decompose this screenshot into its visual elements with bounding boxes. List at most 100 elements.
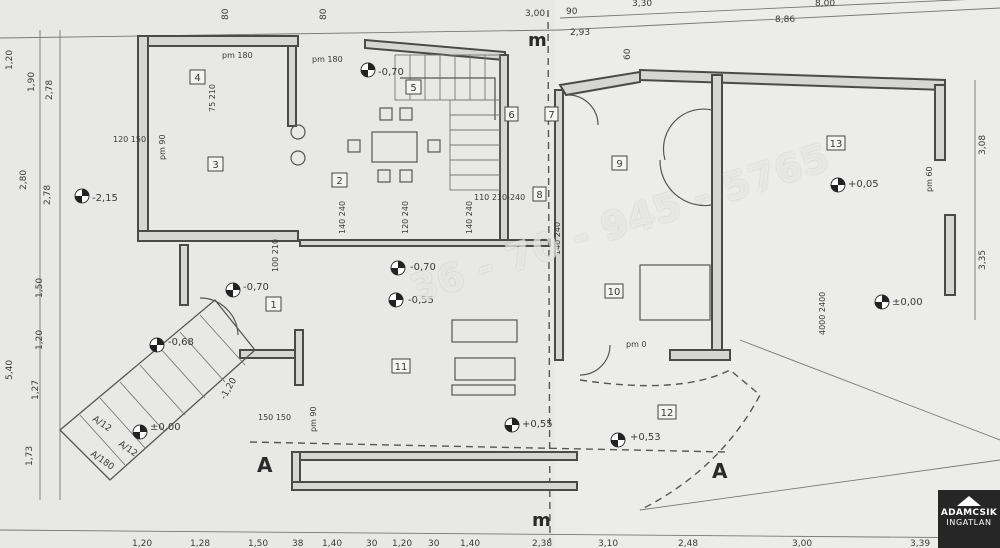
- svg-text:1,20: 1,20: [392, 539, 412, 548]
- svg-text:pm 90: pm 90: [309, 406, 318, 432]
- svg-text:80: 80: [319, 8, 329, 20]
- svg-text:pm 60: pm 60: [925, 166, 934, 192]
- level-value: -0,68: [168, 337, 194, 348]
- svg-text:m: m: [528, 30, 547, 51]
- svg-text:1,28: 1,28: [190, 539, 210, 548]
- svg-text:1,73: 1,73: [25, 446, 35, 466]
- svg-text:30: 30: [366, 539, 378, 548]
- dimensions-left: 1,20 1,90 2,78 2,80 2,78 1,50 1,20 5,40 …: [5, 50, 55, 466]
- level-value: +0,53: [630, 432, 661, 443]
- room-number: 9: [616, 159, 622, 170]
- svg-text:8,00: 8,00: [815, 0, 835, 9]
- svg-text:90: 90: [566, 7, 578, 17]
- svg-text:1,90: 1,90: [27, 72, 37, 92]
- walls-right-wing: [554, 68, 956, 361]
- svg-text:100 210: 100 210: [271, 239, 280, 272]
- svg-text:140 240: 140 240: [465, 201, 474, 234]
- svg-text:8,86: 8,86: [775, 15, 795, 25]
- level-value: +0,05: [848, 179, 879, 190]
- room-labels: 1 2 3 4 5 6 7 8 9 10 11 12 13: [189, 69, 846, 420]
- opening-annotations: pm 180 pm 180 75 210 120 150 pm 90 140 2…: [113, 51, 934, 432]
- svg-text:pm 180: pm 180: [312, 55, 343, 64]
- svg-text:2,93: 2,93: [570, 28, 590, 38]
- svg-text:3,39: 3,39: [910, 539, 930, 548]
- svg-text:1,40: 1,40: [460, 539, 480, 548]
- svg-text:2,78: 2,78: [45, 80, 55, 100]
- svg-text:2,78: 2,78: [43, 185, 53, 205]
- svg-text:m: m: [532, 510, 551, 531]
- svg-text:80: 80: [221, 8, 231, 20]
- level-value: +0,55: [522, 419, 553, 430]
- svg-text:pm 90: pm 90: [158, 134, 167, 160]
- section-marks: A A m m: [257, 30, 728, 531]
- svg-text:1,20: 1,20: [35, 330, 45, 350]
- level-value: -0,70: [243, 282, 269, 293]
- svg-text:120 150: 120 150: [113, 135, 146, 144]
- furniture: [199, 94, 713, 396]
- svg-text:3,00: 3,00: [792, 539, 812, 548]
- svg-text:1,50: 1,50: [248, 539, 268, 548]
- svg-text:A: A: [712, 459, 728, 483]
- svg-text:1,27: 1,27: [31, 380, 41, 400]
- svg-text:150 150: 150 150: [258, 413, 291, 422]
- room-number: 2: [336, 176, 342, 187]
- room-number: 3: [212, 160, 218, 171]
- dimensions-bottom: 1,20 1,28 1,50 38 1,40 30 1,20 30 1,40 2…: [132, 539, 930, 548]
- level-value: -0,70: [410, 262, 436, 273]
- svg-text:3,35: 3,35: [978, 250, 988, 270]
- svg-text:1,20: 1,20: [5, 50, 15, 70]
- level-value: -0,55: [408, 295, 434, 306]
- terrace-outline: [579, 339, 1000, 511]
- svg-text:4000 2400: 4000 2400: [818, 292, 827, 335]
- house-icon: [957, 496, 981, 506]
- level-value: -0,70: [378, 67, 404, 78]
- svg-text:3,00: 3,00: [525, 9, 545, 19]
- room-number: 10: [608, 287, 621, 298]
- svg-text:2,80: 2,80: [19, 170, 29, 190]
- level-value: -2,15: [92, 193, 118, 204]
- svg-text:A: A: [257, 453, 273, 477]
- svg-text:3,08: 3,08: [978, 135, 988, 155]
- svg-text:pm 0: pm 0: [626, 340, 647, 349]
- svg-text:2,48: 2,48: [678, 539, 698, 548]
- room-number: 5: [410, 83, 416, 94]
- dimensions-right: 3,08 3,35: [978, 135, 988, 270]
- section-line-a-a: [249, 9, 726, 541]
- svg-text:110 210-240: 110 210-240: [474, 193, 525, 202]
- level-value: ±0,00: [150, 422, 181, 433]
- room-number: 13: [830, 139, 843, 150]
- room-number: 7: [548, 110, 554, 121]
- svg-text:1,40: 1,40: [322, 539, 342, 548]
- room-number: 1: [270, 300, 276, 311]
- room-number: 12: [661, 408, 674, 419]
- room-number: 6: [508, 110, 514, 121]
- staircase: [394, 54, 501, 191]
- svg-text:140 240: 140 240: [553, 222, 562, 255]
- svg-text:38: 38: [292, 539, 304, 548]
- svg-text:2,38: 2,38: [532, 539, 552, 548]
- agency-logo: ADAMCSIK INGATLAN: [938, 490, 1000, 548]
- room-number: 11: [395, 362, 408, 373]
- svg-text:60: 60: [623, 48, 633, 60]
- svg-text:5,40: 5,40: [5, 360, 15, 380]
- svg-text:1,20: 1,20: [132, 539, 152, 548]
- walls-left-wing: [137, 35, 551, 386]
- logo-brand: ADAMCSIK: [940, 508, 998, 518]
- logo-subtitle: INGATLAN: [946, 518, 992, 527]
- svg-text:3,30: 3,30: [632, 0, 652, 9]
- svg-text:120 240: 120 240: [401, 201, 410, 234]
- room-number: 8: [536, 190, 542, 201]
- svg-text:30: 30: [428, 539, 440, 548]
- svg-text:3,10: 3,10: [598, 539, 618, 548]
- svg-text:pm 180: pm 180: [222, 51, 253, 60]
- svg-text:75 210: 75 210: [208, 84, 217, 112]
- room-number: 4: [194, 73, 200, 84]
- dimensions-top: 80 80 60 3,00 90 2,93 3,30 8,00 8,86: [221, 0, 835, 60]
- level-value: ±0,00: [892, 297, 923, 308]
- level-markers: -0,70 -2,15 -0,70 -0,70 -0,55 -0,68 ±0,0…: [74, 62, 923, 448]
- svg-text:140 240: 140 240: [338, 201, 347, 234]
- svg-text:1,50: 1,50: [35, 278, 45, 298]
